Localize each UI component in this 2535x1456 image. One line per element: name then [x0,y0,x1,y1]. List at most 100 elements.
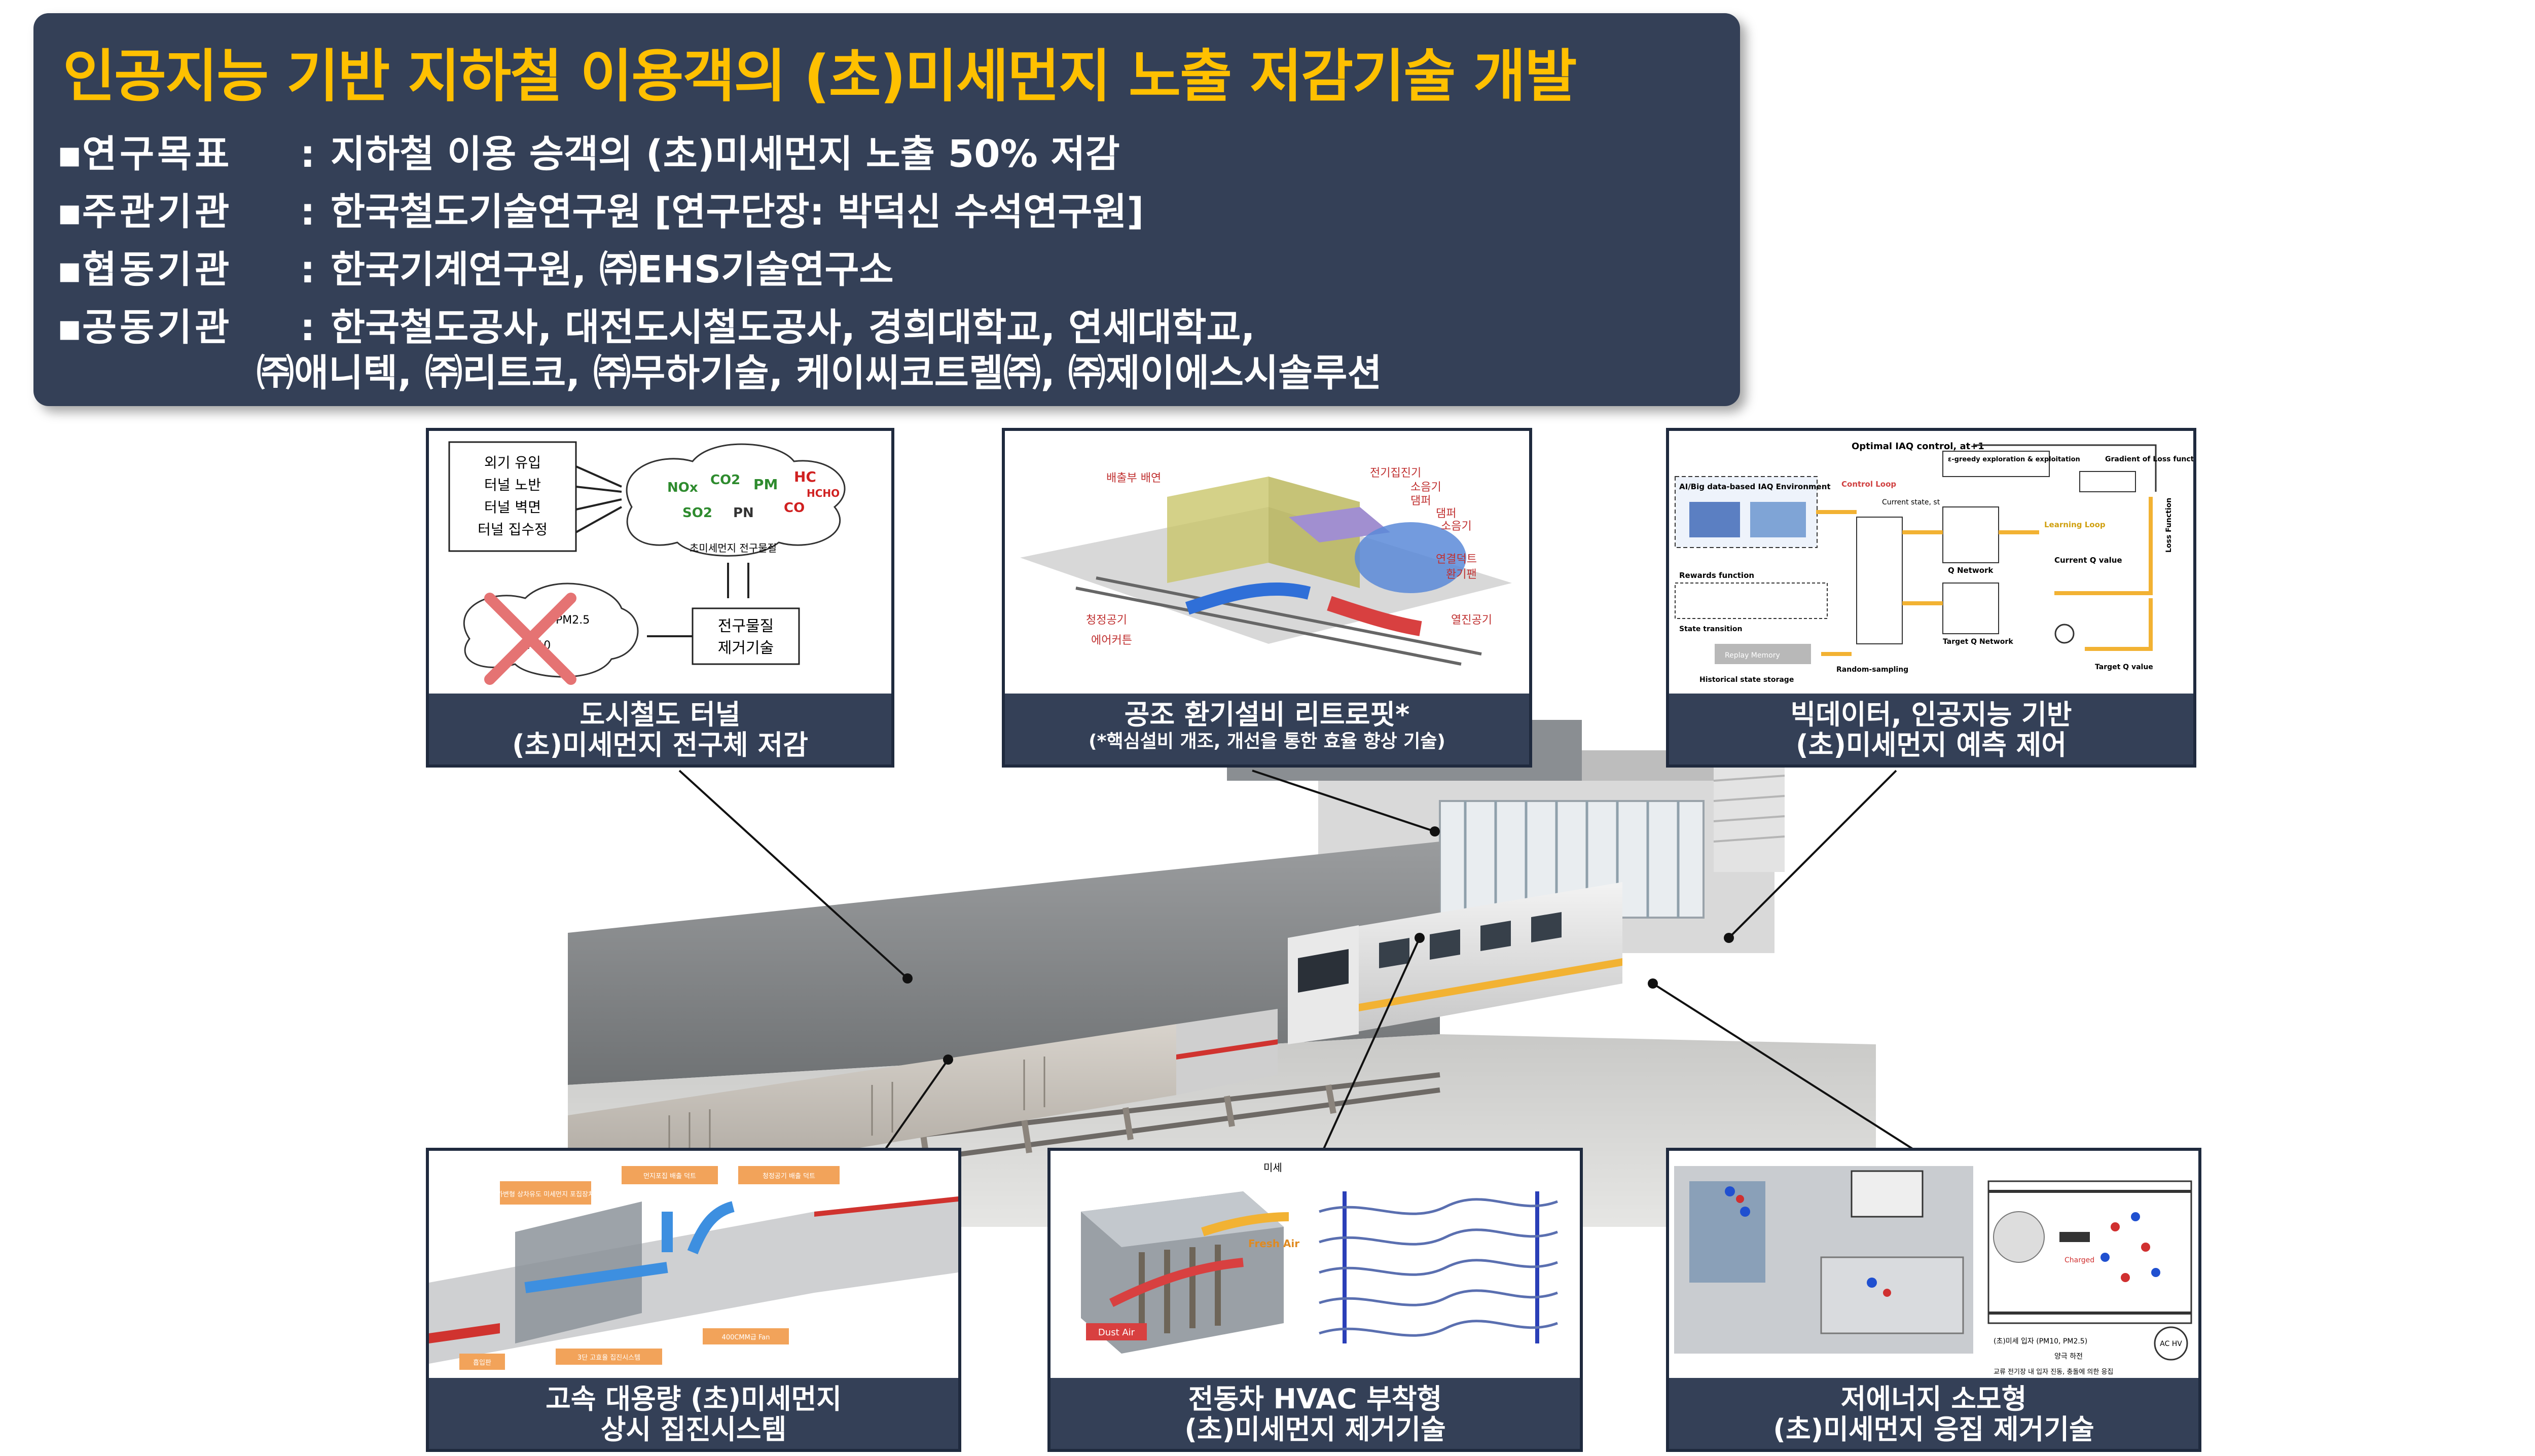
box-ai-control: Optimal IAQ control, at+1 AI/Big data-ba… [1666,428,2196,768]
info-key: 주관기관 [82,190,233,234]
info-colon: : [300,306,315,349]
hvac-label: 열진공기 [1451,614,1492,627]
ac-hv-source-icon [2154,1326,2188,1361]
removal-tech-box [692,607,800,665]
co2-label: CO2 [710,472,740,488]
hvac-label: 청정공기 [1086,614,1127,627]
ai-label: Replay Memory [1725,651,1780,660]
bullet: ▪ [57,132,83,176]
caption-line2: (초)미세먼지 예측 제어 [1795,729,2067,761]
dust-air-label: Dust Air [1098,1327,1135,1338]
caption-ai: 빅데이터, 인공지능 기반 (초)미세먼지 예측 제어 [1669,694,2193,765]
ai-label: Q Network [1948,566,1994,575]
connector-dot [1415,933,1425,943]
stairs [1714,760,1785,872]
ai-label: Gradient of Loss function [2105,455,2193,463]
info-row-lead: ▪주관기관:한국철도기술연구원 [연구단장: 박덕신 수석연구원] [57,181,1144,236]
info-value: 지하철 이용 승객의 (초)미세먼지 노출 50% 저감 [331,132,1120,176]
info-value: 한국철도공사, 대전도시철도공사, 경희대학교, 연세대학교, [331,306,1255,349]
flow-paths [1816,510,2039,656]
ai-label: State transition [1679,625,1743,633]
source-item: 외기 유입 [484,454,541,471]
ai-label: Current state, st [1882,498,1940,506]
caption-line2: (초)미세먼지 전구체 저감 [512,729,808,761]
flow-wave-lines [1319,1198,1558,1337]
train-hvac-illustration: 미세 Fresh Air Dust Air [1081,1161,1558,1354]
caption-line1: 고속 대용량 (초)미세먼지 [546,1383,842,1415]
dust-label: 3단 고효율 집진시스템 [577,1354,640,1362]
dust-air-arrow [1109,1258,1244,1307]
sum-node-icon [2054,624,2075,644]
train-windows [1379,912,1562,968]
ai-label: Optimal IAQ control, at+1 [1852,441,1984,452]
agglo-label: 교류 전기장 내 입자 진동, 충돌에 의한 응집 [1994,1368,2113,1376]
callout-l4 [459,1354,505,1370]
caption-dust: 고속 대용량 (초)미세먼지 상시 집진시스템 [429,1378,958,1449]
flow-arrows [727,563,749,598]
agent-column [1856,517,1903,644]
hot-air-flow [1327,596,1422,636]
removal-line2: 제거기술 [718,639,774,657]
bullet: ▪ [57,248,83,292]
agglo-label: (초)미세 입자 (PM10, PM2.5) [1994,1337,2087,1345]
connector-dot [1430,826,1440,836]
caption-line1: 도시철도 터널 [580,699,741,731]
nox-label: NOx [667,480,698,495]
header-banner: 인공지능 기반 지하철 이용객의 (초)미세먼지 노출 저감기술 개발 ▪연구목… [33,13,1740,406]
greedy-box [1942,451,2050,477]
cloud-caption: 초미세먼지 전구물질 [690,542,777,554]
callout-l3 [738,1166,840,1184]
source-item: 터널 집수정 [478,521,548,538]
ai-label: Current Q value [2054,556,2122,565]
agglomeration-illustration: Charged AC HV (초)미세 입자 (PM10, PM2.5) 양극 … [1674,1166,2192,1376]
hvac-label: 소음기 [1441,520,1472,533]
pm25-label: PM2.5 [556,614,590,627]
hvac-label: 전기집진기 [1370,467,1421,480]
box-tunnel-precursor: 외기 유입 터널 노반 터널 벽면 터널 집수정 NOx CO2 PM HC H… [426,428,894,768]
learning-path [2054,497,2153,651]
hvac-label: 댐퍼 [1436,507,1456,520]
info-colon: : [300,190,315,234]
ai-label: Control Loop [1841,480,1896,489]
connector-agglo [1652,982,1933,1162]
gradient-box [2079,471,2136,492]
replay-memory-bar [1715,644,1811,664]
dust-air-tag [1086,1323,1147,1340]
box-hvac-retrofit: 배출부 배연 전기집진기 소음기 댐퍼 댐퍼 소음기 연결덕트 환기팬 청정공기… [1002,428,1532,768]
rewards-box [1675,583,1828,619]
caption-hvac: 공조 환기설비 리트로핏* (*핵심설비 개조, 개선을 통한 효율 향상 기술… [1005,694,1529,765]
source-item: 터널 노반 [484,477,541,493]
dust-label: 청정공기 배출 덕트 [763,1173,815,1180]
particle-cluster [1993,1211,2045,1263]
hvac-retrofit-illustration: 배출부 배연 전기집진기 소음기 댐퍼 댐퍼 소음기 연결덕트 환기팬 청정공기… [1020,467,1512,666]
particles-red [1736,1195,1891,1297]
iaq-sensor [1689,502,1740,537]
caption-tunnel: 도시철도 터널 (초)미세먼지 전구체 저감 [429,694,891,765]
caption-line1: 빅데이터, 인공지능 기반 [1790,699,2072,731]
target-q-network-box [1942,583,1999,634]
removal-line1: 전구물질 [718,617,774,635]
hvac-label: 소음기 [1410,481,1441,494]
info-row-goal: ▪연구목표:지하철 이용 승객의 (초)미세먼지 노출 50% 저감 [57,124,1120,178]
hvac-label: 배출부 배연 [1106,472,1161,485]
caption-line1: 저에너지 소모형 [1840,1383,2027,1415]
ai-label: Target Q value [2095,663,2153,671]
ai-label: Loss Function [2165,498,2173,553]
precursor-cloud [626,443,846,557]
caption-line2: 상시 집진시스템 [600,1413,787,1445]
caption-line2: (초)미세먼지 응집 제거기술 [1773,1413,2094,1445]
connector-tunnel [678,770,909,979]
fresh-air-arrow [1201,1212,1289,1236]
callout-l2 [622,1166,718,1184]
exhaust-shaft [1167,477,1269,583]
track-lines [1075,576,1482,666]
ai-label: Target Q Network [1943,638,2013,646]
collector-unit [515,1202,642,1343]
train-stripe [814,1196,958,1217]
iaq-monitor [1750,502,1806,537]
airflow-arrows [524,1201,735,1293]
tunnel-precursor-illustration: 외기 유입 터널 노반 터널 벽면 터널 집수정 NOx CO2 PM HC H… [448,441,846,685]
ai-label: ε-greedy exploration & exploitation [1948,456,2080,463]
box-dust-collector: 가변형 상차유도 미세먼지 포집장치 먼지포집 배출 덕트 청정공기 배출 덕트… [426,1148,961,1452]
